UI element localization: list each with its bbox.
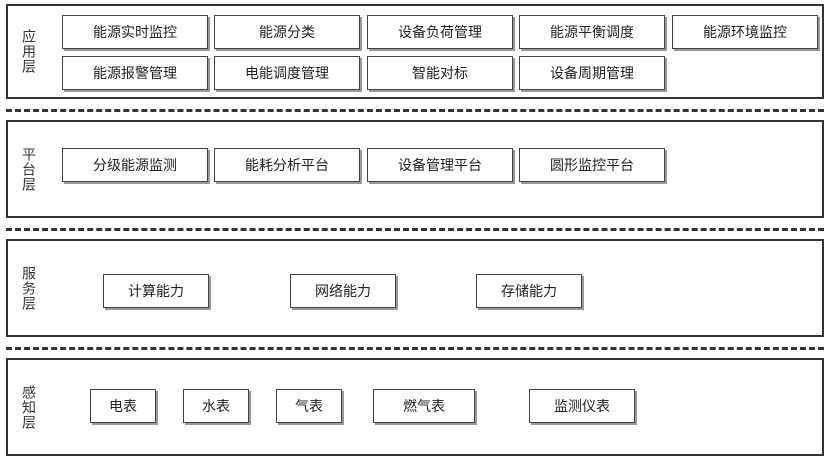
perception-item-gas-meter: 气表 [276,389,342,423]
service-item-network: 网络能力 [290,274,396,308]
service-item-storage: 存储能力 [476,274,582,308]
application-layer-label: 应用层 [20,29,36,74]
app-item-realtime-monitor: 能源实时监控 [62,15,208,49]
perception-item-monitoring-instrument: 监测仪表 [529,389,635,423]
perception-layer-label: 感知层 [20,384,36,430]
service-item-compute: 计算能力 [103,274,209,308]
application-layer: 应用层 能源实时监控 能源分类 设备负荷管理 能源平衡调度 能源环境监控 能源报… [6,4,824,99]
app-item-power-dispatch: 电能调度管理 [214,56,360,90]
platform-item-device-management: 设备管理平台 [367,148,513,182]
platform-item-graded-monitoring: 分级能源监测 [62,148,208,182]
service-layer-label: 服务层 [20,265,36,311]
platform-item-consumption-analysis: 能耗分析平台 [214,148,360,182]
platform-item-circular-monitor: 圆形监控平台 [519,148,665,182]
app-item-lifecycle-management: 设备周期管理 [519,56,665,90]
app-item-benchmark: 智能对标 [367,56,513,90]
app-item-energy-classify: 能源分类 [214,15,360,49]
service-layer: 服务层 计算能力 网络能力 存储能力 [6,239,824,337]
app-item-alarm-management: 能源报警管理 [62,56,208,90]
perception-item-electric-meter: 电表 [90,389,156,423]
divider-3 [6,347,824,350]
platform-layer: 平台层 分级能源监测 能耗分析平台 设备管理平台 圆形监控平台 [6,120,824,218]
app-item-balance-dispatch: 能源平衡调度 [519,15,665,49]
app-item-load-management: 设备负荷管理 [367,15,513,49]
app-item-environment-monitor: 能源环境监控 [672,15,818,49]
platform-layer-label: 平台层 [20,146,36,192]
perception-layer: 感知层 电表 水表 气表 燃气表 监测仪表 [6,358,824,456]
perception-item-water-meter: 水表 [183,389,249,423]
divider-1 [6,109,824,112]
divider-2 [6,228,824,231]
perception-item-fuel-gas-meter: 燃气表 [373,389,475,423]
